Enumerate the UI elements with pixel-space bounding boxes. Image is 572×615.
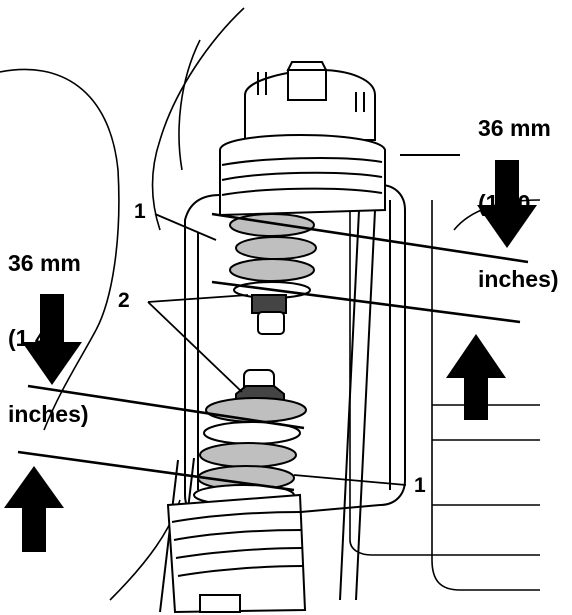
arrow-down-top-right xyxy=(477,160,537,248)
lower-callout-1-leader xyxy=(293,474,407,486)
bottom-boot xyxy=(166,493,307,614)
callout-1-upper: 1 xyxy=(134,200,146,223)
measurement-mm-top-right: 36 mm xyxy=(478,114,551,141)
upper-shaft xyxy=(251,294,287,335)
measurement-in-unit-left: inches) xyxy=(8,401,89,428)
upper-spring-bottom-line xyxy=(211,280,521,324)
upper-spring xyxy=(229,213,317,299)
measurement-mm-left: 36 mm xyxy=(8,249,81,276)
arrow-up-right xyxy=(446,334,506,420)
measurement-label-top-right: 36 mm (1.40 inches) xyxy=(478,65,559,343)
callout-2-leader-lower xyxy=(147,301,243,393)
direction-arrows xyxy=(4,160,537,552)
arrow-down-left xyxy=(22,294,82,385)
lower-spring-bottom-line xyxy=(17,450,295,492)
callout-1-lower: 1 xyxy=(414,474,426,497)
arrow-up-left xyxy=(4,466,64,552)
measurement-in-top-right: (1.40 xyxy=(478,190,531,217)
callout-2: 2 xyxy=(118,289,130,312)
callout-2-leader-upper xyxy=(147,294,249,303)
upper-spring-top-line xyxy=(211,212,529,264)
lower-spring-top-line xyxy=(27,384,305,430)
callout-leaders xyxy=(147,213,407,486)
top-mount xyxy=(219,61,386,217)
measurement-in-left: (1.40 xyxy=(8,325,61,352)
measurement-in-unit-top-right: inches) xyxy=(478,266,559,293)
measurement-lines xyxy=(17,212,529,492)
upper-callout-1-leader xyxy=(154,213,217,241)
measurement-label-left: 36 mm (1.40 inches) xyxy=(8,200,89,478)
